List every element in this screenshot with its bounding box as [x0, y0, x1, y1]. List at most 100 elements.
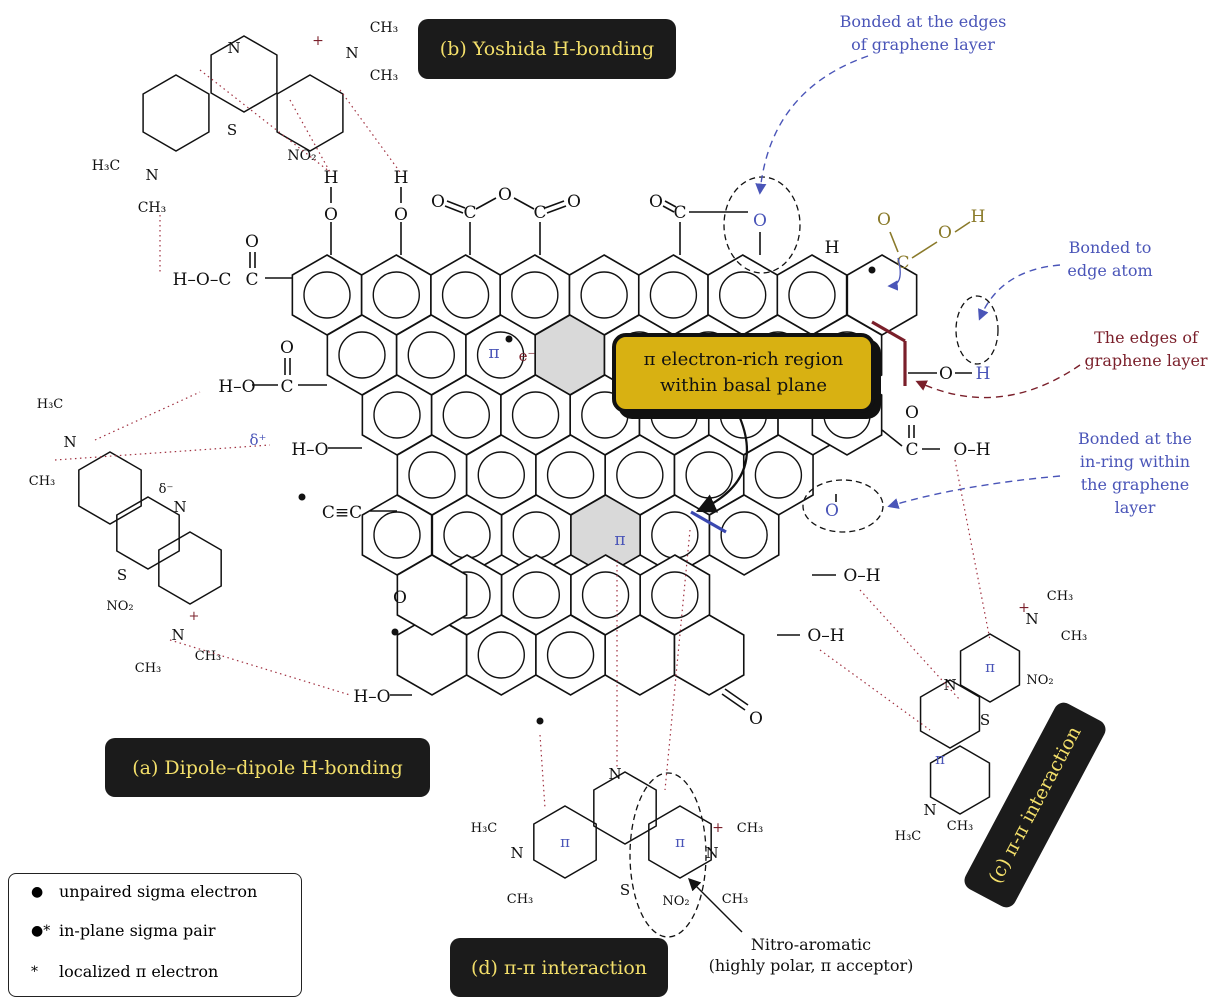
bond	[444, 205, 464, 214]
nitrogen-atom: N	[608, 765, 621, 783]
oxygen-atom: O	[394, 205, 408, 225]
callout-edges-bonded-line-1: Bonded at the edges	[839, 12, 1007, 31]
legend-text-unpaired: unpaired sigma electron	[59, 882, 258, 901]
graphene-ring	[396, 554, 468, 636]
aromatic-circle	[754, 451, 803, 499]
interaction-dotted-line	[94, 391, 201, 441]
interaction-dotted-line	[199, 69, 331, 173]
callout-edge-atom: Bonded to edge atom	[1055, 236, 1165, 282]
aromatic-circle	[477, 631, 525, 679]
interaction-dotted-line	[819, 649, 931, 731]
hydroxyl-group: H–O–C	[173, 270, 232, 290]
pi-region-arrow	[696, 417, 748, 513]
dye-ring	[929, 745, 991, 815]
pi-symbol: π	[985, 658, 995, 676]
bond	[544, 200, 565, 209]
carbon-atom: C	[245, 270, 258, 290]
legend: ● unpaired sigma electron ●* in-plane si…	[8, 873, 302, 997]
localized-star-icon: *	[31, 963, 38, 980]
methyl-group: CH₃	[135, 661, 162, 676]
methyl-group: H₃C	[37, 397, 64, 412]
pi-symbol: π	[935, 750, 945, 768]
in-ring-bond	[690, 510, 727, 534]
legend-item-unpaired: ● unpaired sigma electron	[31, 882, 257, 901]
graphene-ring	[708, 494, 780, 576]
interaction-dotted-line	[169, 639, 351, 696]
dye-ring	[142, 74, 210, 152]
oxygen-atom: O	[877, 210, 891, 230]
methyl-group: CH₃	[138, 200, 167, 216]
callout-edges-of-layer: The edges of graphene layer	[1080, 326, 1212, 372]
aromatic-circle	[303, 271, 351, 319]
interaction-dotted-line	[664, 529, 691, 791]
legend-text-sigma-pair: in-plane sigma pair	[59, 921, 216, 940]
callout-arrow	[978, 264, 1061, 321]
hydrogen-atom: H	[825, 238, 840, 258]
carbon-atom: C	[905, 440, 918, 460]
charge-plus: +	[312, 33, 324, 49]
partial-negative: δ⁻	[159, 482, 174, 497]
methyl-group: CH₃	[29, 474, 56, 489]
aromatic-circle	[408, 451, 456, 499]
sulfur-atom: S	[117, 566, 127, 584]
aromatic-circle	[788, 271, 836, 319]
nitrogen-atom: N	[345, 44, 358, 62]
interaction-dotted-line	[539, 734, 546, 809]
pi-symbol: π	[560, 833, 570, 851]
bond	[721, 693, 746, 711]
graphene-ring	[673, 614, 745, 696]
label-d-pi-pi: (d) π-π interaction	[450, 938, 668, 997]
callout-edges-bonded-line-2: of graphene layer	[851, 35, 995, 54]
aromatic-circle	[581, 391, 629, 439]
methyl-group: CH₃	[507, 892, 534, 907]
ring-oxygen: O	[825, 501, 839, 521]
callout-edges-of-layer-line-2: graphene layer	[1084, 351, 1208, 370]
sulfur-atom: S	[227, 121, 237, 139]
callout-in-ring-line-1: Bonded at the	[1078, 429, 1192, 448]
interaction-dotted-line	[859, 589, 961, 701]
hydrogen-atom: H	[324, 168, 339, 188]
carbon-atom: C	[673, 203, 686, 223]
aromatic-circle	[616, 451, 664, 499]
bond	[513, 197, 535, 210]
hydroxyl-group: O–H	[843, 566, 880, 586]
nitrogen-atom: N	[173, 498, 186, 516]
bond	[475, 197, 497, 210]
dye-ring	[210, 35, 278, 113]
interaction-dotted-line	[54, 444, 271, 461]
nitro-group: NO₂	[1026, 673, 1053, 688]
aromatic-circle	[651, 571, 699, 619]
edge-oxygen: O	[753, 211, 767, 231]
oxygen-atom: O	[938, 223, 952, 243]
carbon-atom: C	[533, 203, 546, 223]
sigma-pair-dot	[868, 266, 876, 274]
callout-edge-atom-line-2: edge atom	[1067, 261, 1153, 280]
bond	[911, 241, 938, 259]
aromatic-circle	[338, 331, 386, 379]
callout-edges-of-layer-line-1: The edges of	[1094, 328, 1198, 347]
callout-edges-bonded: Bonded at the edges of graphene layer	[818, 10, 1028, 56]
dye-ring	[158, 531, 222, 605]
oxygen-atom: O	[393, 588, 407, 608]
methyl-group: H₃C	[92, 158, 121, 174]
hydroxyl-group: H–O	[291, 440, 328, 460]
pi-symbol: π	[488, 343, 499, 363]
bond	[724, 688, 749, 706]
charge-plus: +	[189, 609, 200, 624]
aromatic-circle	[441, 271, 490, 319]
nitro-arrow	[688, 878, 743, 933]
methyl-group: CH₃	[722, 892, 749, 907]
callout-arrow	[755, 55, 869, 195]
dashed-ellipse	[955, 295, 999, 365]
nitrogen-atom: N	[943, 676, 956, 694]
aromatic-circle	[442, 391, 490, 439]
aromatic-circle	[373, 391, 421, 439]
dye-molecules: NSN+CH₃CH₃NO₂NH₃CCH₃NH₃CCH₃Nδ⁻SNO₂N+CH₃C…	[29, 20, 1088, 909]
hydroxyl-group: H–O	[218, 377, 255, 397]
carbon-atom: C	[463, 203, 476, 223]
methyl-group: CH₃	[947, 819, 974, 834]
aromatic-circle	[511, 391, 560, 439]
sulfur-atom: S	[980, 711, 990, 729]
methyl-group: H₃C	[895, 829, 922, 844]
edge-hydrogen: H	[976, 364, 991, 384]
